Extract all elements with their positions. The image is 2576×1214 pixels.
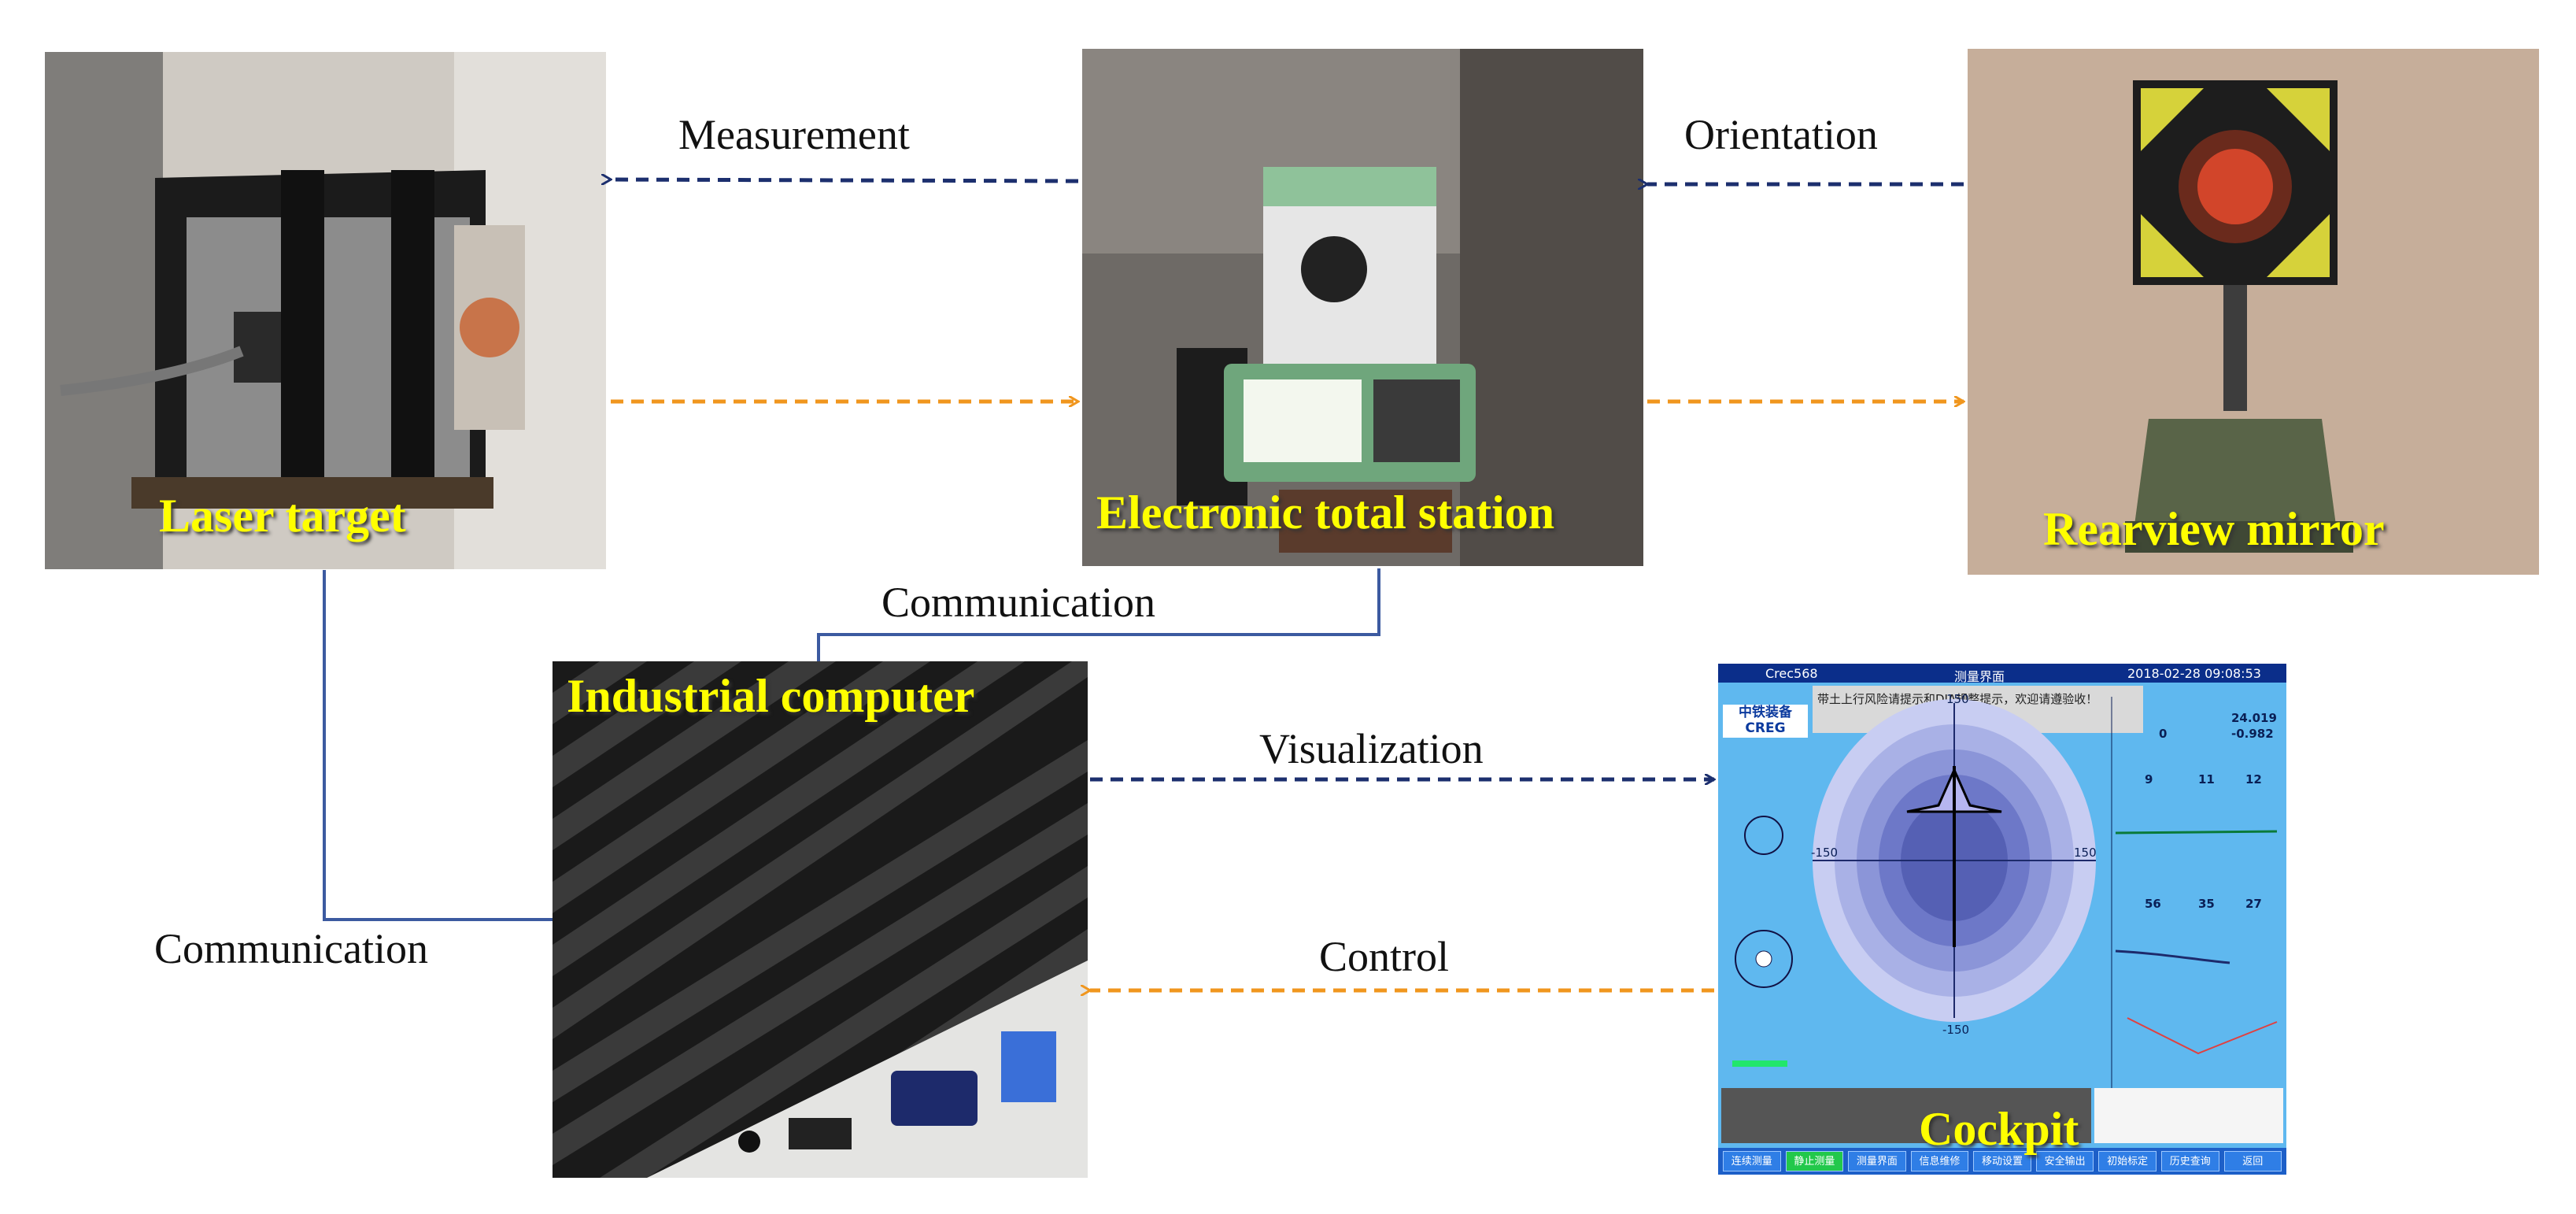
btn-move-settings[interactable]: 移动设置	[1973, 1151, 2031, 1171]
btn-static-measure[interactable]: 静止测量	[1785, 1151, 1844, 1171]
communication-left-label: Communication	[154, 925, 428, 972]
creg-logo: 中铁装备 CREG	[1723, 705, 1808, 738]
cockpit-screen: Crec568 测量界面 2018-02-28 09:08:53 中铁装备 CR…	[1718, 664, 2286, 1175]
vert-val-2: 35	[2198, 897, 2215, 911]
communication-left-line	[323, 570, 553, 921]
value-c: 0	[2159, 727, 2168, 741]
visualization-label: Visualization	[1259, 725, 1484, 772]
pitch-gauge-center	[1755, 950, 1772, 968]
orientation-label: Orientation	[1684, 111, 1878, 158]
horiz-val-2: 11	[2198, 772, 2215, 787]
industrial-computer-illustration	[553, 661, 1088, 1178]
btn-measure-view[interactable]: 测量界面	[1848, 1151, 1906, 1171]
vert-val-1: 56	[2145, 897, 2161, 911]
laser-target-label: Laser target	[159, 490, 406, 542]
rearview-mirror-photo: Rearview mirror	[1968, 49, 2539, 575]
btn-safety-output[interactable]: 安全输出	[2035, 1151, 2094, 1171]
horiz-val-1: 9	[2145, 772, 2153, 787]
roll-gauge	[1744, 816, 1783, 855]
axis-left-label: -150	[1811, 846, 1838, 860]
axis-bottom-label: -150	[1942, 1023, 1969, 1037]
event-log	[2094, 1088, 2283, 1143]
vert-val-3: 27	[2245, 897, 2262, 911]
measurement-arrow	[611, 180, 1079, 181]
horiz-trend	[2115, 830, 2278, 835]
rearview-mirror-illustration	[1968, 49, 2539, 575]
btn-initial-calibration[interactable]: 初始标定	[2098, 1151, 2157, 1171]
pitch-gauge	[1735, 930, 1793, 988]
total-station-label: Electronic total station	[1096, 487, 1555, 539]
rearview-mirror-label: Rearview mirror	[2043, 503, 2385, 555]
industrial-computer-label: Industrial computer	[567, 670, 975, 722]
cockpit-datetime: 2018-02-28 09:08:53	[2127, 666, 2261, 681]
machine-strip	[1721, 1088, 2091, 1143]
btn-back[interactable]: 返回	[2223, 1151, 2282, 1171]
cockpit-screen-title: 测量界面	[1954, 669, 2005, 684]
value-a: 24.019	[2231, 711, 2277, 725]
btn-info-maintain[interactable]: 信息维修	[1910, 1151, 1969, 1171]
laser-target-illustration	[45, 52, 606, 569]
btn-history[interactable]: 历史查询	[2160, 1151, 2219, 1171]
industrial-computer-photo: Industrial computer	[553, 661, 1088, 1178]
logo-cn-text: 中铁装备	[1739, 705, 1792, 720]
horiz-val-3: 12	[2245, 772, 2262, 787]
cockpit-label: Cockpit	[1919, 1103, 2079, 1155]
cockpit-graphics: 150 -150 -150 150	[1732, 692, 2278, 1105]
total-station-photo: Electronic total station	[1082, 49, 1643, 566]
cockpit-button-bar: 连续测量 静止测量 测量界面 信息维修 移动设置 安全输出 初始标定 历史查询 …	[1718, 1148, 2286, 1175]
total-station-illustration	[1082, 49, 1643, 566]
cockpit-title-bar: Crec568 测量界面 2018-02-28 09:08:53	[1718, 664, 2286, 684]
communication-top-label: Communication	[881, 579, 1155, 626]
axis-top-label: 150	[1946, 692, 1969, 706]
axis-right-label: 150	[2074, 846, 2097, 860]
communication-top-line	[817, 568, 1380, 661]
logo-en-text: CREG	[1745, 720, 1786, 736]
cockpit-app-title: Crec568	[1765, 666, 1818, 681]
error-trend	[2127, 1017, 2278, 1055]
laser-target-photo: Laser target	[45, 52, 606, 569]
level-bar	[1732, 1060, 1787, 1067]
vert-trend	[2115, 949, 2230, 964]
value-b: -0.982	[2231, 727, 2274, 741]
control-label: Control	[1319, 933, 1450, 980]
btn-continuous-measure[interactable]: 连续测量	[1723, 1151, 1781, 1171]
measurement-label: Measurement	[678, 111, 910, 158]
